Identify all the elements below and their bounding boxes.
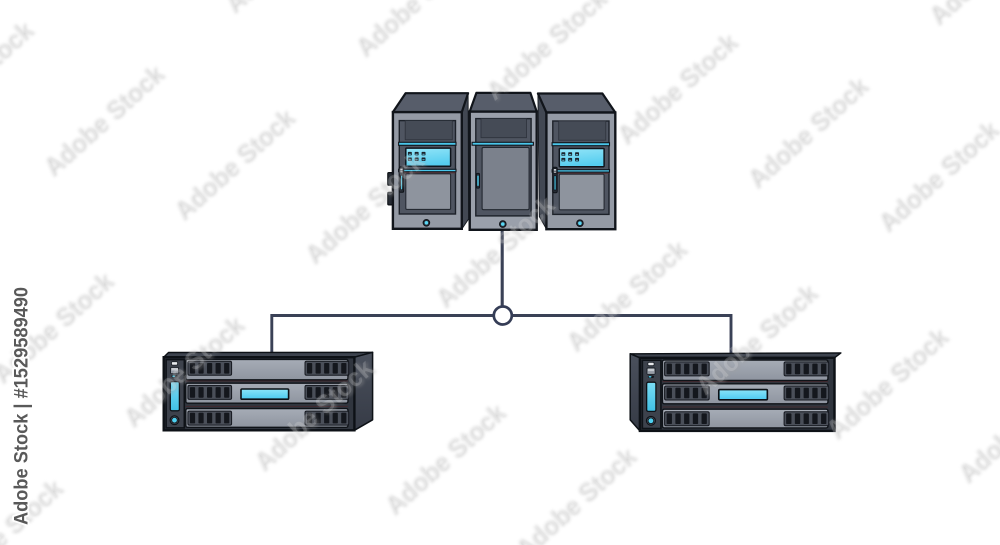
svg-text:Adobe Stock | #1529589490: Adobe Stock | #1529589490 <box>11 287 33 525</box>
